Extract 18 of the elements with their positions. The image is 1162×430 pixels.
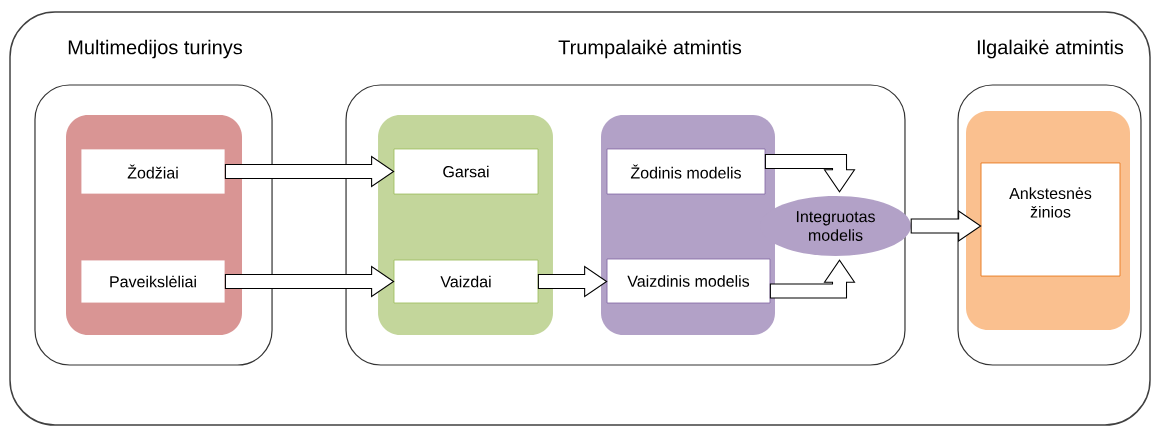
panel-heading: Trumpalaikė atmintis — [558, 39, 742, 59]
block-arrow — [764, 153, 856, 193]
label-box: Žodinis modelis — [606, 148, 766, 195]
panel-heading: Ilgalaikė atmintis — [977, 39, 1124, 59]
panel-heading: Multimedijos turinys — [68, 39, 243, 59]
block-arrow — [769, 259, 856, 299]
node-label: Integruotas modelis — [796, 211, 875, 241]
label-box: Vaizdai — [393, 259, 539, 304]
label-box: Ankstesnės žinios — [980, 162, 1121, 277]
block-arrow — [537, 265, 608, 298]
block-arrow — [910, 210, 982, 243]
block-arrow — [224, 155, 395, 188]
label-box: Žodžiai — [80, 148, 226, 195]
label-box: Paveikslėliai — [80, 259, 226, 304]
block-arrow — [224, 265, 395, 298]
label-box: Vaizdinis modelis — [606, 258, 771, 304]
label-box: Garsai — [393, 148, 539, 195]
outer-frame — [9, 11, 1151, 426]
